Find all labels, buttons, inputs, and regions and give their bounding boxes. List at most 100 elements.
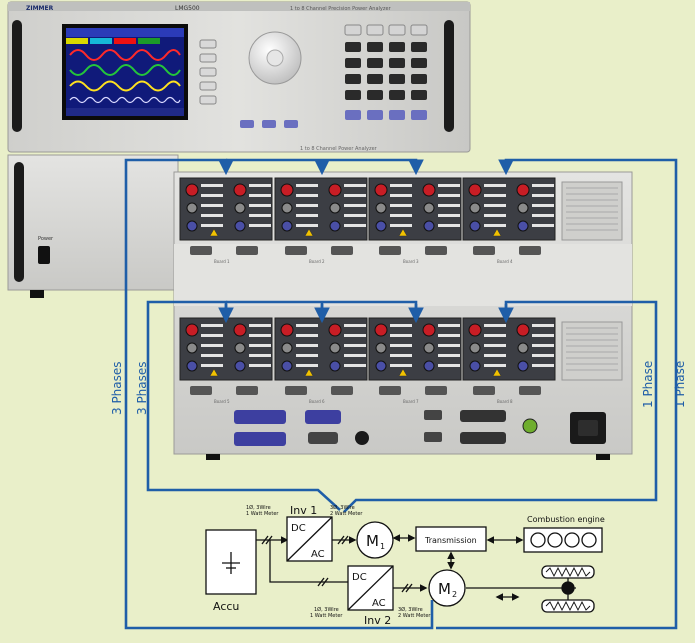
jack-blue[interactable] xyxy=(469,220,481,232)
jack-red[interactable] xyxy=(233,323,247,337)
softkey-2[interactable] xyxy=(199,53,217,63)
jack-red[interactable] xyxy=(233,183,247,197)
sub-d-connector-1 xyxy=(234,410,286,424)
schematic-text: Accu Inv 1 Inv 2 DC AC DC AC M 1 M 2 Tra… xyxy=(213,504,605,627)
board-connector xyxy=(331,246,353,255)
motor-1-label: M xyxy=(366,532,379,550)
power-switch[interactable] xyxy=(38,246,50,264)
centronics-connector-1 xyxy=(460,410,506,422)
function-key-1[interactable] xyxy=(240,120,254,128)
board-connector xyxy=(285,246,307,255)
jack-red[interactable] xyxy=(185,183,199,197)
jack-red[interactable] xyxy=(468,183,482,197)
jack-grey[interactable] xyxy=(517,202,529,214)
board-connector xyxy=(425,246,447,255)
jack-red[interactable] xyxy=(516,183,530,197)
jack-grey[interactable] xyxy=(423,202,435,214)
lower-left-handle xyxy=(14,162,24,282)
jack-red[interactable] xyxy=(374,183,388,197)
note-inv1-out-b: 2 Watt Meter xyxy=(330,511,363,517)
rear-io-connectors xyxy=(234,410,606,446)
jack-grey[interactable] xyxy=(375,342,387,354)
ground-terminal xyxy=(522,418,538,434)
jack-grey[interactable] xyxy=(281,202,293,214)
jack-grey[interactable] xyxy=(329,202,341,214)
left-handle xyxy=(12,20,22,132)
brand-logo: ZIMMER xyxy=(26,5,54,12)
inv2-ac-label: AC xyxy=(372,598,386,609)
jack-grey[interactable] xyxy=(375,202,387,214)
jack-blue[interactable] xyxy=(375,360,387,372)
jack-red[interactable] xyxy=(374,323,388,337)
jack-blue[interactable] xyxy=(423,360,435,372)
board-connector xyxy=(331,386,353,395)
jack-blue[interactable] xyxy=(234,360,246,372)
jack-blue[interactable] xyxy=(234,220,246,232)
jack-red[interactable] xyxy=(280,323,294,337)
softkey-3[interactable] xyxy=(199,67,217,77)
jack-blue[interactable] xyxy=(329,220,341,232)
combustion-engine-label: Combustion engine xyxy=(527,515,605,524)
instrument-front: ZIMMER LMG500 1 to 8 Channel Precision P… xyxy=(7,1,471,298)
jack-red[interactable] xyxy=(468,323,482,337)
board-tag: Board 6 xyxy=(309,399,325,404)
board-tag: Board 4 xyxy=(497,259,513,264)
jack-red[interactable] xyxy=(516,323,530,337)
softkey-1[interactable] xyxy=(199,39,217,49)
board-connector xyxy=(519,386,541,395)
jack-red[interactable] xyxy=(185,323,199,337)
board-connector xyxy=(190,386,212,395)
softkey-column xyxy=(199,39,217,105)
wheel-assembly xyxy=(541,565,595,613)
board-connector xyxy=(425,386,447,395)
jack-blue[interactable] xyxy=(281,220,293,232)
jack-red[interactable] xyxy=(328,183,342,197)
jack-grey[interactable] xyxy=(281,342,293,354)
function-key-3[interactable] xyxy=(284,120,298,128)
softkey-5[interactable] xyxy=(199,95,217,105)
note-inv2-out-a: 3Ø, 3Wire xyxy=(398,606,423,613)
softkey-4[interactable] xyxy=(199,81,217,91)
keypad xyxy=(344,24,428,120)
jack-red[interactable] xyxy=(422,323,436,337)
board-connector xyxy=(190,246,212,255)
board-connector xyxy=(519,246,541,255)
jack-blue[interactable] xyxy=(329,360,341,372)
function-key-2[interactable] xyxy=(262,120,276,128)
bottom-board-3: Board 7 xyxy=(368,317,462,404)
bottom-board-1: Board 5 xyxy=(179,317,273,404)
jack-blue[interactable] xyxy=(423,220,435,232)
jack-grey[interactable] xyxy=(186,202,198,214)
jack-grey[interactable] xyxy=(517,342,529,354)
analyzer-screen xyxy=(62,24,188,120)
jack-blue[interactable] xyxy=(281,360,293,372)
jack-red[interactable] xyxy=(422,183,436,197)
motor-2-label: M xyxy=(438,580,451,598)
note-inv2-in-a: 1Ø, 3Wire xyxy=(314,606,339,613)
jack-grey[interactable] xyxy=(329,342,341,354)
jack-red[interactable] xyxy=(280,183,294,197)
jack-red[interactable] xyxy=(328,323,342,337)
jack-grey[interactable] xyxy=(234,202,246,214)
jack-grey[interactable] xyxy=(469,342,481,354)
sub-d-connector-2 xyxy=(234,432,286,446)
board-connector xyxy=(236,386,258,395)
board-tag: Board 5 xyxy=(214,399,230,404)
jack-blue[interactable] xyxy=(186,220,198,232)
jack-grey[interactable] xyxy=(186,342,198,354)
jack-grey[interactable] xyxy=(423,342,435,354)
front-title: 1 to 8 Channel Precision Power Analyzer xyxy=(290,6,392,12)
jack-grey[interactable] xyxy=(234,342,246,354)
jack-blue[interactable] xyxy=(469,360,481,372)
jack-blue[interactable] xyxy=(517,360,529,372)
board-connector xyxy=(473,246,495,255)
jack-blue[interactable] xyxy=(375,220,387,232)
jack-grey[interactable] xyxy=(469,202,481,214)
note-inv1-in-a: 1Ø, 3Wire xyxy=(246,504,271,511)
jack-blue[interactable] xyxy=(517,220,529,232)
jack-blue[interactable] xyxy=(186,360,198,372)
inv2-label: Inv 2 xyxy=(364,614,391,627)
measurement-wiring xyxy=(124,158,678,630)
